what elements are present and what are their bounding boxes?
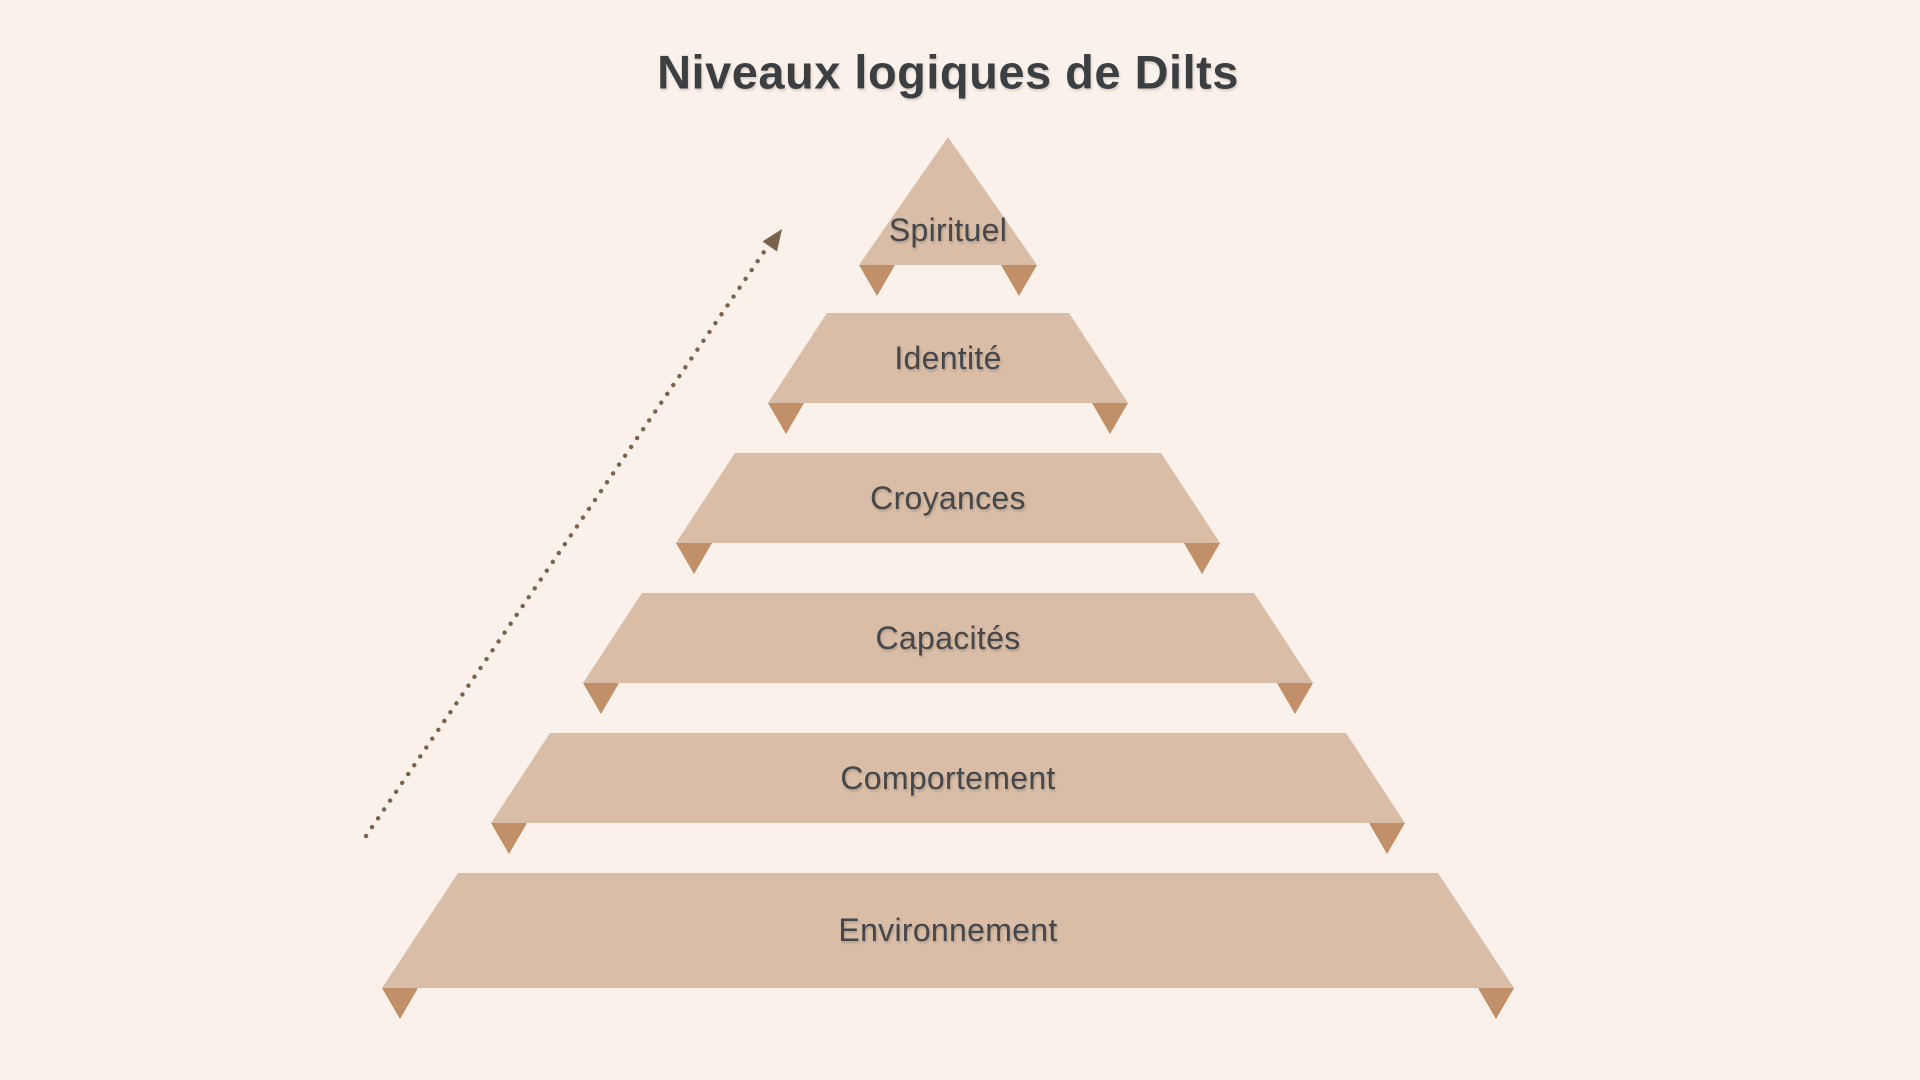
pyramid-level-1: Spirituel [859,137,1037,296]
level-band [491,733,1405,823]
level-label: Spirituel [889,212,1007,248]
pyramid-level-4: Capacités [583,593,1313,714]
up-arrow-dotted-line [363,243,771,839]
level-band [676,453,1220,543]
up-arrow [363,229,782,839]
fold-right [1184,543,1220,574]
level-label: Environnement [838,912,1057,948]
fold-right [1478,988,1514,1019]
pyramid-level-5: Comportement [491,733,1405,854]
fold-right [1001,265,1037,296]
fold-right [1277,683,1313,714]
fold-right [1369,823,1405,854]
level-band [583,593,1313,683]
pyramid-level-2: Identité [768,313,1128,434]
fold-left [491,823,527,854]
level-label: Capacités [876,620,1021,656]
pyramid-level-6: Environnement [382,873,1514,1019]
page-title: Niveaux logiques de Dilts [657,46,1239,99]
fold-right [1092,403,1128,434]
fold-left [583,683,619,714]
fold-left [859,265,895,296]
level-label: Identité [894,340,1001,376]
fold-left [768,403,804,434]
up-arrow-head-icon [762,229,782,252]
pyramid-level-3: Croyances [676,453,1220,574]
level-band [768,313,1128,403]
level-label: Comportement [840,760,1055,796]
fold-left [382,988,418,1019]
level-band [859,137,1037,265]
level-label: Croyances [870,480,1026,516]
fold-left [676,543,712,574]
level-band [382,873,1514,988]
